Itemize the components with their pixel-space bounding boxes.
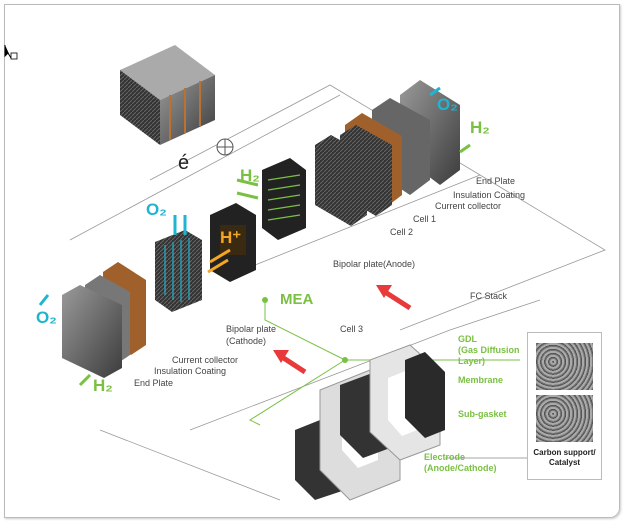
o2-label-left: O₂: [36, 308, 57, 327]
label-bipolar-cathode-2: (Cathode): [226, 336, 267, 346]
h2-label-center: H₂: [240, 166, 260, 185]
inset-caption: Carbon support/ Catalyst: [528, 448, 601, 468]
label-electrode-2: (Anode/Cathode): [424, 463, 497, 473]
label-bipolar-anode: Bipolar plate(Anode): [333, 259, 416, 269]
label-gdl-1: GDL: [458, 334, 477, 344]
o2-label-center: O₂: [146, 200, 167, 219]
label-cell3: Cell 3: [340, 324, 364, 334]
catalyst-inset: Carbon support/ Catalyst: [527, 332, 602, 480]
mea-title: MEA: [280, 291, 314, 308]
label-cell2: Cell 2: [390, 227, 414, 237]
label-bipolar-cathode-1: Bipolar plate: [226, 324, 277, 334]
catalyst-micrograph-2: [536, 395, 593, 442]
label-fc-stack: FC Stack: [470, 291, 508, 301]
o2-label-right: O₂: [437, 95, 458, 114]
label-sub-gasket: Sub-gasket: [458, 409, 507, 419]
connection-lines: [69, 84, 606, 501]
label-gdl-3: Layer): [458, 356, 486, 366]
label-collector-right: Current collector: [435, 201, 502, 211]
left-end-plates: [62, 262, 146, 378]
red-arrow-anode: [376, 285, 412, 311]
cathode-bipolar-plate: [155, 230, 202, 312]
h2-label-right: H₂: [470, 118, 490, 137]
inset-caption-line1: Carbon support/: [533, 448, 596, 457]
diagram-frame: [4, 4, 620, 518]
electron-label: é: [178, 152, 190, 174]
assembled-stack: [120, 45, 215, 145]
catalyst-micrograph-1: [536, 343, 593, 390]
anode-bipolar-plate: [262, 158, 306, 240]
label-cell1: Cell 1: [413, 214, 437, 224]
label-end-plate-left: End Plate: [134, 378, 174, 388]
h2-label-left: H₂: [93, 376, 113, 395]
right-end-plates: [315, 80, 460, 226]
hplus-label: H⁺: [220, 228, 242, 247]
inset-caption-line2: Catalyst: [548, 458, 581, 467]
cursor-icon: [4, 45, 12, 59]
label-membrane: Membrane: [458, 375, 504, 385]
label-gdl-2: (Gas Diffusion: [458, 345, 520, 355]
red-arrow-cathode: [273, 350, 307, 375]
label-electrode-1: Electrode: [424, 452, 466, 462]
label-insulation-left: Insulation Coating: [154, 366, 227, 376]
mea-exploded: [295, 344, 445, 501]
label-end-plate-right: End Plate: [476, 176, 516, 186]
label-collector-left: Current collector: [172, 355, 239, 365]
label-insulation-right: Insulation Coating: [453, 190, 526, 200]
